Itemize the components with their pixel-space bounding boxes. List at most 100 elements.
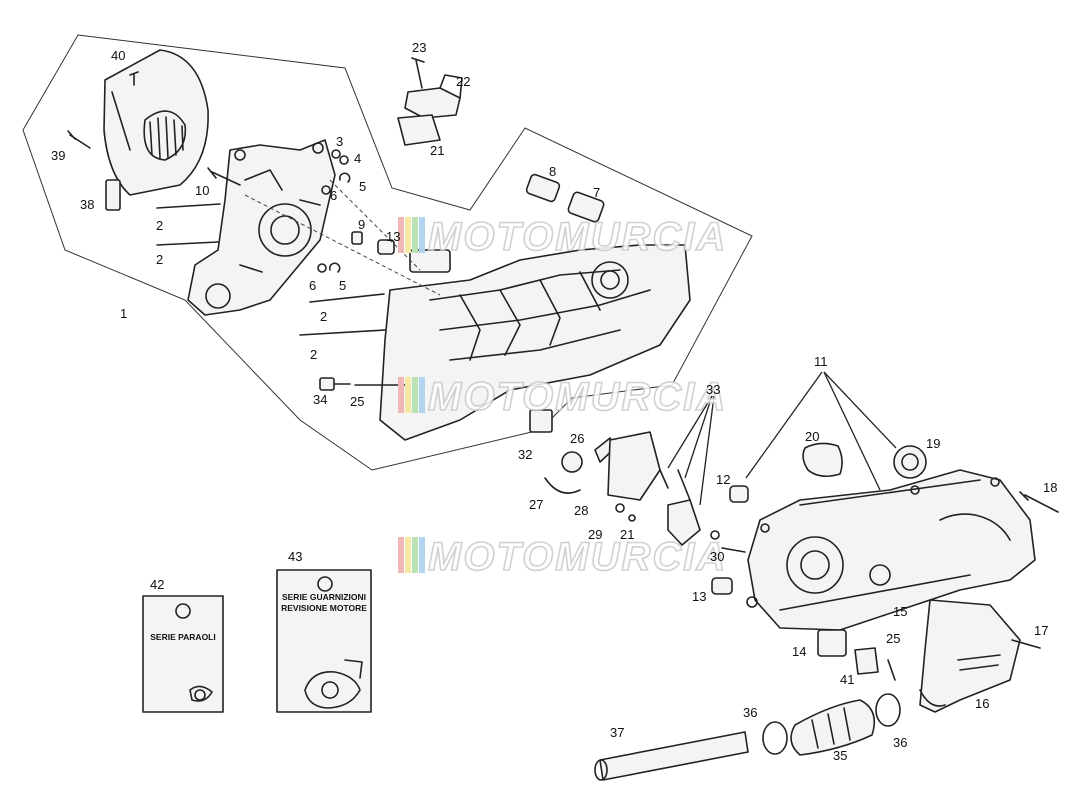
crankcase-group-outline: [22, 34, 753, 471]
intake-hose: [790, 699, 876, 756]
callout-6: 6: [330, 188, 337, 203]
clamp-bracket: [854, 647, 879, 675]
callout-19: 19: [926, 436, 940, 451]
watermark-stripe: [405, 377, 411, 413]
callout-3: 3: [336, 134, 343, 149]
callout-9: 9: [358, 217, 365, 232]
watermark-stripe: [419, 537, 425, 573]
screw: [887, 659, 896, 681]
seal-kit-package: SERIE PARAOLI: [142, 595, 224, 713]
flywheel-cover: [103, 49, 209, 196]
callout-35: 35: [833, 748, 847, 763]
filter-element: [802, 442, 843, 478]
screw: [1011, 639, 1041, 649]
drain-pipe: [599, 731, 749, 781]
callout-17: 17: [1034, 623, 1048, 638]
seal-kit-label: SERIE PARAOLI: [150, 632, 216, 642]
watermark-stripe: [405, 537, 411, 573]
screw: [1019, 491, 1059, 513]
bolt-and-screw: [319, 377, 406, 391]
callout-39: 39: [51, 148, 65, 163]
watermark-stripe: [419, 217, 425, 253]
right-crankcase-half: [379, 244, 691, 441]
bracket: [105, 179, 121, 211]
drain-pipe-end: [594, 759, 608, 781]
leader-lines: [244, 179, 897, 506]
watermark-stripe: [398, 377, 404, 413]
watermark-text: MOTOMURCIA: [428, 535, 727, 579]
callout-7: 7: [593, 185, 600, 200]
callout-42: 42: [150, 577, 164, 592]
callout-22: 22: [456, 74, 470, 89]
callout-labels: 1 2 2 2 2 3 4 5 5 6 6 7 8 9 10 11 12 13 …: [51, 40, 1057, 763]
callout-18: 18: [1043, 480, 1057, 495]
watermark-stripe: [419, 377, 425, 413]
bushings: [525, 173, 605, 223]
callout-4: 4: [354, 151, 361, 166]
callout-2: 2: [320, 309, 327, 324]
watermark-text: MOTOMURCIA: [428, 375, 727, 419]
callout-14: 14: [792, 644, 806, 659]
callout-29: 29: [588, 527, 602, 542]
callout-30: 30: [710, 549, 724, 564]
studs: [156, 203, 386, 336]
callout-16: 16: [975, 696, 989, 711]
callout-8: 8: [549, 164, 556, 179]
watermark-stripe: [398, 537, 404, 573]
watermark-stripe: [398, 217, 404, 253]
callout-10: 10: [195, 183, 209, 198]
callout-15: 15: [893, 604, 907, 619]
callout-21: 21: [620, 527, 634, 542]
callout-21: 21: [430, 143, 444, 158]
callout-25: 25: [886, 631, 900, 646]
callout-28: 28: [574, 503, 588, 518]
callout-38: 38: [80, 197, 94, 212]
callout-43: 43: [288, 549, 302, 564]
bearing: [893, 445, 927, 479]
callout-5: 5: [359, 179, 366, 194]
hose-clamp: [875, 693, 901, 727]
watermark-stripe: [412, 217, 418, 253]
callout-1: 1: [120, 306, 127, 321]
watermark-text: MOTOMURCIA: [428, 215, 727, 259]
oil-pump-assembly: [544, 431, 746, 553]
callout-2: 2: [310, 347, 317, 362]
callout-5: 5: [339, 278, 346, 293]
callout-13: 13: [692, 589, 706, 604]
gasket-kit-label-line2: REVISIONE MOTORE: [281, 603, 367, 613]
rubber-block: [817, 629, 847, 657]
gasket-kit-package: SERIE GUARNIZIONI REVISIONE MOTORE: [276, 569, 372, 713]
transmission-cover: [746, 469, 1036, 631]
air-scoop-cover: [919, 599, 1021, 713]
callout-33: 33: [706, 382, 720, 397]
callout-26: 26: [570, 431, 584, 446]
callout-23: 23: [412, 40, 426, 55]
callout-2: 2: [156, 252, 163, 267]
callout-40: 40: [111, 48, 125, 63]
gasket-kit-label-line1: SERIE GUARNIZIONI: [282, 592, 366, 602]
callout-11: 11: [814, 354, 828, 369]
callout-25: 25: [350, 394, 364, 409]
watermark-stripe: [412, 537, 418, 573]
callout-13: 13: [386, 229, 400, 244]
dowel-pins: [351, 231, 395, 255]
callout-32: 32: [518, 447, 532, 462]
watermark-stripe: [405, 217, 411, 253]
reed-valve-intake: [397, 57, 463, 146]
hose-clamp: [762, 721, 788, 755]
callout-20: 20: [805, 429, 819, 444]
callout-6: 6: [309, 278, 316, 293]
nuts-and-washers: [317, 149, 351, 273]
callout-36: 36: [743, 705, 757, 720]
callout-12: 12: [716, 472, 730, 487]
callout-41: 41: [840, 672, 854, 687]
watermark-stripe: [412, 377, 418, 413]
callout-2: 2: [156, 218, 163, 233]
watermark: MOTOMURCIA MOTOMURCIA MOTOMURCIA: [398, 214, 727, 580]
cover-bushings: [711, 485, 749, 595]
screw: [207, 167, 241, 186]
callout-37: 37: [610, 725, 624, 740]
callout-27: 27: [529, 497, 543, 512]
callout-34: 34: [313, 392, 327, 407]
